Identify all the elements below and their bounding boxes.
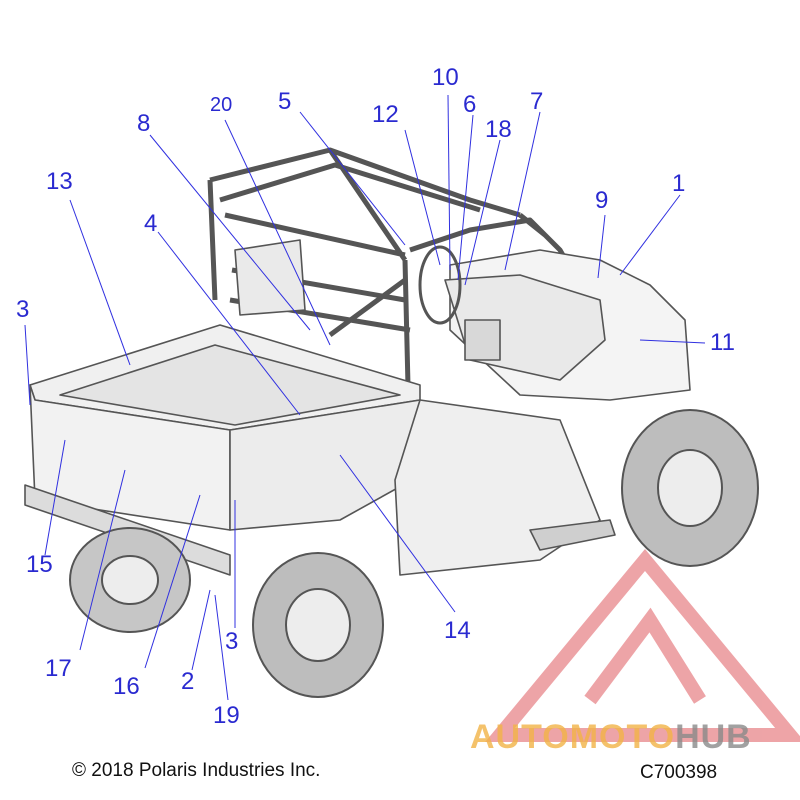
callout-14: 14	[444, 617, 471, 644]
wheels	[69, 409, 759, 698]
callout-15: 15	[26, 551, 53, 578]
callout-13: 13	[46, 168, 73, 195]
callout-20: 20	[210, 94, 233, 116]
callout-5: 5	[278, 88, 292, 115]
watermark-logo	[485, 549, 800, 742]
vehicle-illustration	[24, 147, 759, 698]
callout-4: 4	[144, 210, 158, 237]
callout-7: 7	[530, 88, 544, 115]
floor-step	[529, 519, 616, 551]
copyright-text: © 2018 Polaris Industries Inc.	[72, 760, 321, 781]
watermark-text-primary: AUTOMOTO	[470, 718, 676, 756]
callout-17: 17	[45, 655, 72, 682]
callout-9: 9	[595, 187, 609, 214]
instrument-panel	[464, 319, 501, 361]
callout-6: 6	[463, 91, 477, 118]
callout-19: 19	[213, 702, 240, 729]
watermark-text: AUTOMOTOHUB	[470, 718, 752, 757]
side-panel	[394, 399, 601, 576]
bed-side-right	[229, 399, 431, 531]
watermark-text-secondary: HUB	[675, 718, 752, 756]
callout-18: 18	[485, 116, 512, 143]
bed-floor	[59, 344, 401, 426]
seat	[234, 239, 306, 316]
callout-12: 12	[372, 101, 399, 128]
callout-3-left: 3	[16, 296, 30, 323]
leader-lines	[24, 94, 706, 701]
steering-wheel	[418, 245, 462, 325]
callout-10: 10	[432, 64, 459, 91]
callout-2: 2	[181, 668, 195, 695]
callout-11: 11	[710, 329, 735, 356]
callout-8: 8	[137, 110, 151, 137]
callout-1: 1	[672, 170, 686, 197]
part-code: C700398	[640, 762, 718, 783]
roll-cage	[207, 147, 603, 471]
callout-16: 16	[113, 673, 140, 700]
callout-3-bottom: 3	[225, 628, 239, 655]
